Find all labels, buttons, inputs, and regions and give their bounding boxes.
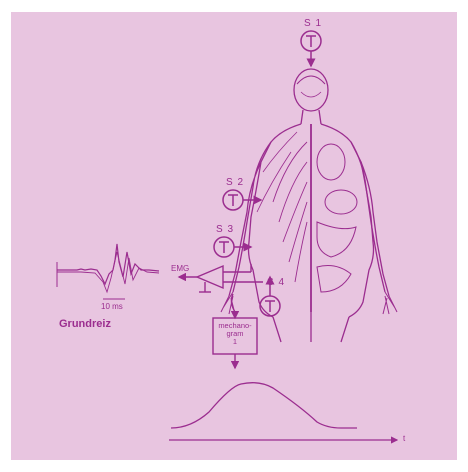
emg-label: EMG: [171, 264, 189, 273]
mechanogram-label: mechano- gram 1: [213, 322, 257, 346]
diagram-canvas: [11, 12, 457, 460]
diagram-panel: S 1 S 2 S 3 S 4 EMG 10 ms Grundreiz mech…: [11, 12, 457, 460]
time-scale-label: 10 ms: [101, 302, 123, 311]
s1-label: S 1: [304, 18, 322, 29]
panel-background: [11, 12, 457, 460]
grundreiz-label: Grundreiz: [59, 318, 111, 330]
s4-label: S 4: [267, 277, 285, 288]
s2-label: S 2: [226, 177, 244, 188]
time-axis-label: t: [403, 434, 405, 443]
mechanogram-label-line3: 1: [213, 338, 257, 346]
s3-label: S 3: [216, 224, 234, 235]
